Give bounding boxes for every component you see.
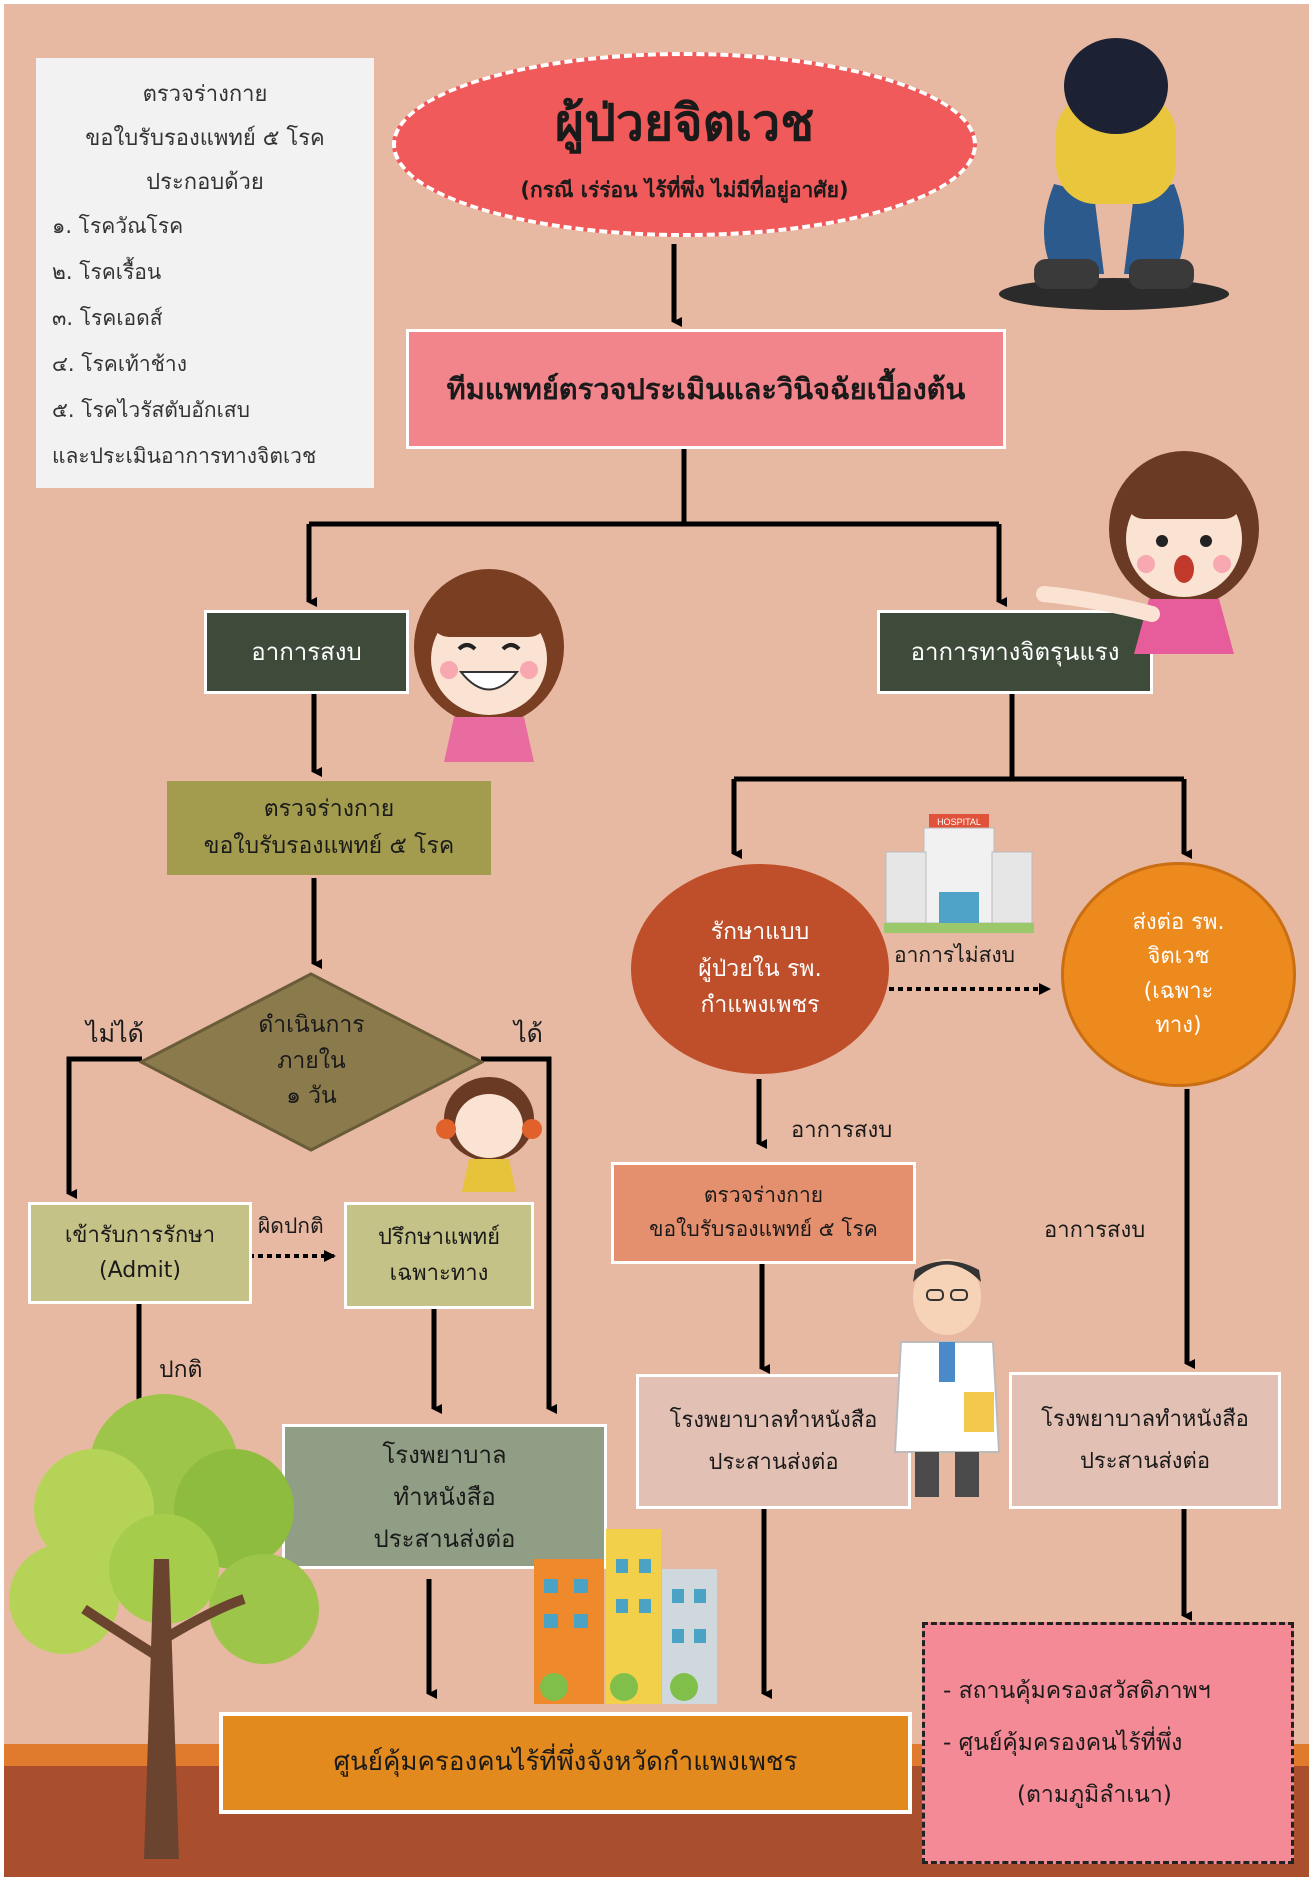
edge-label-calm-mid: อาการสงบ — [791, 1118, 893, 1143]
hospital-mid-label: โรงพยาบาลทำหนังสือ ประสานส่งต่อ — [669, 1407, 878, 1475]
calm-symptoms-box: อาการสงบ — [204, 610, 409, 694]
psych-referral-circle: ส่งต่อ รพ. จิตเวช (เฉพาะ ทาง) — [1061, 862, 1296, 1087]
page-subtitle: (กรณี เร่ร่อน ไร้ที่พึ่ง ไม่มีที่อยู่อาศ… — [520, 178, 849, 202]
admit-box: เข้ารับการรักษา (Admit) — [28, 1202, 252, 1304]
hospital-mid-box: โรงพยาบาลทำหนังสือ ประสานส่งต่อ — [636, 1374, 911, 1509]
edge-label-not-calm: อาการไม่สงบ — [894, 943, 1015, 967]
hospital-building-illustration: HOSPITAL — [884, 814, 1034, 933]
calm-symptoms-label: อาการสงบ — [251, 637, 362, 666]
edge-label-calm-right: อาการสงบ — [1044, 1218, 1146, 1243]
shelter-option: - ศูนย์คุ้มครองคนไร้ที่พึ่ง — [943, 1730, 1183, 1756]
exam-left-label: ตรวจร่างกาย ขอใบรับรองแพทย์ ๕ โรค — [203, 796, 455, 859]
exam-left-box: ตรวจร่างกาย ขอใบรับรองแพทย์ ๕ โรค — [164, 778, 494, 878]
consult-specialist-box: ปรึกษาแพทย์ เฉพาะทาง — [344, 1202, 534, 1309]
sidebar-line: ๔. โรคเท้าช้าง — [52, 352, 187, 376]
sidebar-line: ตรวจร่างกาย — [142, 82, 268, 107]
tree-illustration — [9, 1394, 319, 1859]
hospital-left-label: โรงพยาบาล ทำหนังสือ ประสานส่งต่อ — [373, 1440, 516, 1553]
decision-label: ดำเนินการ ภายใน ๑ วัน — [258, 1012, 365, 1110]
flowchart-canvas: ตรวจร่างกาย ขอใบรับรองแพทย์ ๕ โรค ประกอบ… — [4, 4, 1309, 1877]
edge-team-split — [309, 449, 999, 527]
shelter-note: (ตามภูมิลำเนา) — [1017, 1782, 1172, 1808]
edge-label-abnormal: ผิดปกติ — [258, 1214, 324, 1238]
edge-severe-split — [734, 694, 1184, 782]
team-assessment-label: ทีมแพทย์ตรวจประเมินและวินิจฉัยเบื้องต้น — [446, 371, 966, 406]
decision-diamond — [139, 972, 484, 1152]
buildings-illustration — [534, 1529, 717, 1704]
hospital-right-box: โรงพยาบาลทำหนังสือ ประสานส่งต่อ — [1009, 1372, 1281, 1509]
severe-symptoms-label: อาการทางจิตรุนแรง — [910, 637, 1120, 666]
exam-mid-box: ตรวจร่างกาย ขอใบรับรองแพทย์ ๕ โรค — [611, 1162, 916, 1264]
edge-label-cannot: ไม่ได้ — [86, 1019, 144, 1048]
shelter-option: - สถานคุ้มครองสวัสดิภาพฯ — [943, 1678, 1211, 1704]
sidebar-line: ๒. โรคเรื้อน — [52, 260, 162, 284]
final-shelter-box: ศูนย์คุ้มครองคนไร้ที่พึ่งจังหวัดกำแพงเพช… — [219, 1712, 912, 1814]
hospital-sign-text: HOSPITAL — [937, 817, 981, 827]
severe-symptoms-box: อาการทางจิตรุนแรง — [877, 610, 1153, 694]
edge-label-can: ได้ — [514, 1019, 543, 1048]
connector-lines — [66, 244, 1195, 1699]
hospital-right-label: โรงพยาบาลทำหนังสือ ประสานส่งต่อ — [1041, 1406, 1249, 1474]
admit-label: เข้ารับการรักษา (Admit) — [64, 1222, 216, 1283]
psych-referral-label: ส่งต่อ รพ. จิตเวช (เฉพาะ ทาง) — [1132, 910, 1225, 1038]
smiling-girl-illustration — [414, 569, 564, 762]
sitting-boy-illustration — [999, 38, 1229, 310]
final-shelter-label: ศูนย์คุ้มครองคนไร้ที่พึ่งจังหวัดกำแพงเพช… — [333, 1747, 798, 1778]
small-girl-illustration — [436, 1077, 542, 1192]
team-assessment-box: ทีมแพทย์ตรวจประเมินและวินิจฉัยเบื้องต้น — [406, 329, 1006, 449]
inpatient-circle: รักษาแบบ ผู้ป่วยใน รพ. กำแพงเพชร — [631, 864, 889, 1074]
consult-specialist-label: ปรึกษาแพทย์ เฉพาะทาง — [377, 1225, 501, 1286]
sidebar-line: ๕. โรคไวรัสตับอักเสบ — [52, 398, 250, 422]
hospital-left-box: โรงพยาบาล ทำหนังสือ ประสานส่งต่อ — [282, 1424, 607, 1569]
shelter-options-box: - สถานคุ้มครองสวัสดิภาพฯ - ศูนย์คุ้มครอง… — [922, 1622, 1294, 1864]
title-ellipse: ผู้ป่วยจิตเวช (กรณี เร่ร่อน ไร้ที่พึ่ง ไ… — [392, 52, 977, 237]
edge-decision-admit — [66, 1056, 142, 1199]
pointing-girl-illustration — [1036, 451, 1259, 654]
doctor-illustration — [893, 1259, 1001, 1497]
sidebar-line: ๓. โรคเอดส์ — [52, 306, 163, 330]
decision-label-wrap: ดำเนินการ ภายใน ๑ วัน — [204, 994, 419, 1129]
sidebar-panel: ตรวจร่างกาย ขอใบรับรองแพทย์ ๕ โรค ประกอบ… — [36, 58, 374, 488]
sidebar-line: ขอใบรับรองแพทย์ ๕ โรค — [85, 126, 325, 151]
edge-decision-hospital — [481, 1056, 557, 1414]
inpatient-label: รักษาแบบ ผู้ป่วยใน รพ. กำแพงเพชร — [698, 918, 822, 1019]
exam-mid-label: ตรวจร่างกาย ขอใบรับรองแพทย์ ๕ โรค — [649, 1183, 878, 1241]
page-title: ผู้ป่วยจิตเวช — [554, 94, 815, 152]
sidebar-line: ๑. โรควัณโรค — [52, 214, 184, 238]
sidebar-line: และประเมินอาการทางจิตเวช — [52, 444, 317, 468]
edge-label-normal: ปกติ — [159, 1357, 203, 1383]
sidebar-line: ประกอบด้วย — [146, 170, 264, 195]
